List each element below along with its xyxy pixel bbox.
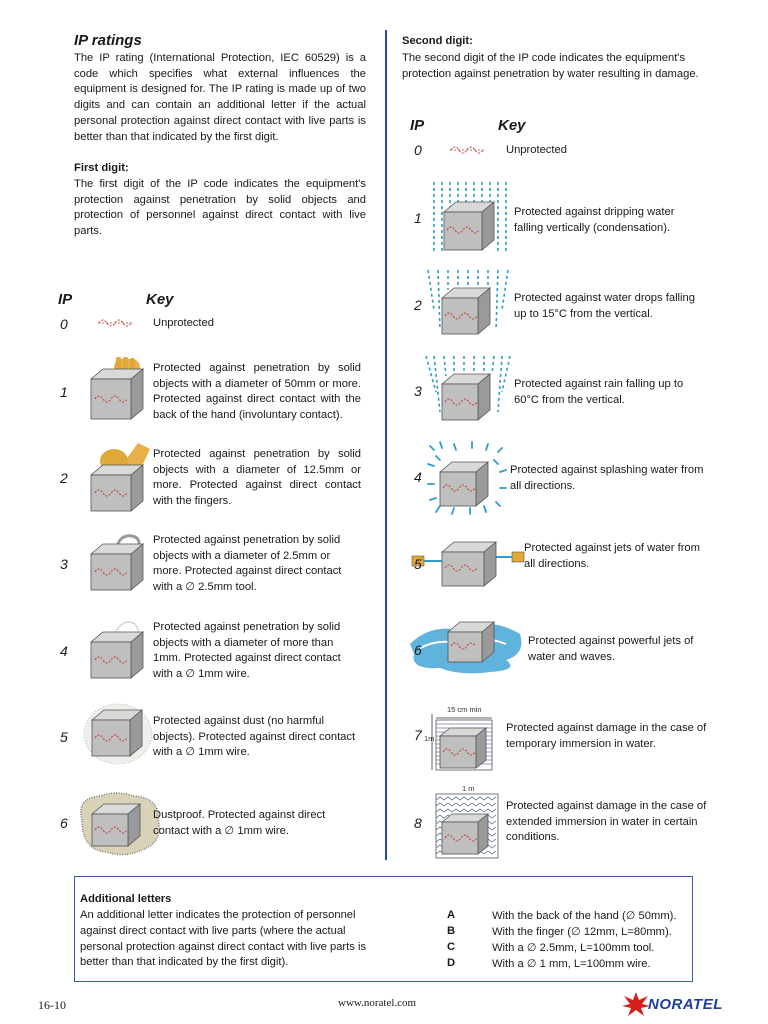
first-row-num: 2 [60, 470, 68, 486]
second-row-num: 6 [414, 642, 422, 658]
first-row-desc: Unprotected [153, 317, 214, 329]
first-row-num: 3 [60, 556, 68, 572]
extended-immersion-icon [435, 793, 499, 859]
water-jets-icon [411, 541, 525, 587]
brand-logo-text: NORATEL [648, 996, 723, 1013]
second-row-desc: Unprotected [506, 144, 567, 156]
first-row-desc: Protected against dust (no harmful objec… [153, 715, 356, 759]
first-row-desc: Protected against penetration by solid o… [153, 362, 361, 421]
second-row-num: 3 [414, 383, 422, 399]
second-row-desc: Protected against water drops falling up… [514, 292, 695, 320]
additional-letters-box [74, 876, 693, 982]
second-row-num: 8 [414, 815, 422, 831]
second-row-num: 4 [414, 469, 422, 485]
tool-icon [89, 534, 145, 591]
first-row-desc: Protected against penetration by solid o… [153, 534, 342, 593]
depth-label-7: 15 cm min [447, 705, 482, 714]
second-row-desc: Protected against rain falling up to 60°… [514, 378, 684, 406]
rain-60-icon [425, 355, 511, 421]
first-row-desc: Dustproof. Protected against direct cont… [153, 809, 326, 837]
second-row-desc: Protected against dripping water falling… [514, 206, 675, 234]
intro-text: The IP rating (International Protection,… [74, 52, 366, 143]
dust-icon [83, 703, 153, 765]
second-row-num: 7 [414, 727, 422, 743]
intro-title: IP ratings [74, 32, 142, 49]
additional-letter-desc: With a ∅ 2.5mm, L=100mm tool. [492, 942, 655, 954]
depth-side-label-7: 1m [424, 734, 435, 743]
splashing-water-icon [427, 441, 507, 515]
powerful-jets-waves-icon [410, 621, 522, 674]
first-row-num: 5 [60, 729, 68, 745]
second-col-key: Key [498, 117, 526, 134]
first-row-desc: Protected against penetration by solid o… [153, 621, 341, 680]
second-row-desc: Protected against powerful jets of water… [528, 635, 694, 663]
column-divider [385, 30, 387, 860]
additional-letter: C [446, 941, 456, 953]
website-link[interactable]: www.noratel.com [338, 997, 417, 1009]
page-number: 16-10 [38, 998, 66, 1012]
additional-letter: A [446, 909, 456, 921]
temporary-immersion-icon [431, 714, 493, 771]
second-row-num: 5 [414, 556, 422, 572]
additional-heading: Additional letters [80, 893, 172, 905]
first-row-num: 1 [60, 384, 68, 400]
additional-letter: B [446, 925, 456, 937]
second-digit-text: The second digit of the IP code indicate… [402, 52, 699, 80]
first-col-ip: IP [58, 291, 73, 308]
depth-label-8: 1 m [462, 784, 475, 793]
first-digit-text: The first digit of the IP code indicates… [74, 178, 366, 238]
second-row-num: 0 [414, 142, 422, 158]
additional-text: An additional letter indicates the prote… [80, 909, 367, 969]
water-drops-15-icon [427, 269, 509, 335]
unprotected-wave-icon [450, 146, 484, 154]
second-row-desc: Protected against damage in the case of … [506, 722, 707, 750]
first-row-desc: Protected against penetration by solid o… [153, 448, 361, 507]
second-row-desc: Protected against damage in the case of … [506, 800, 707, 844]
additional-letter: D [446, 957, 456, 969]
hand-icon [89, 357, 145, 420]
wire-icon [89, 621, 145, 679]
second-row-desc: Protected against jets of water from all… [524, 542, 700, 570]
second-row-num: 2 [414, 297, 422, 313]
first-col-key: Key [146, 291, 174, 308]
first-row-num: 4 [60, 643, 68, 659]
additional-letter-desc: With the finger (∅ 12mm, L=80mm). [492, 926, 672, 938]
additional-letter-desc: With the back of the hand (∅ 50mm). [492, 910, 677, 922]
finger-icon [89, 443, 150, 512]
second-row-num: 1 [414, 210, 422, 226]
noratel-logo-icon [622, 992, 650, 1016]
first-row-num: 0 [60, 316, 68, 332]
second-digit-heading: Second digit: [402, 35, 473, 47]
dripping-water-icon [433, 182, 507, 254]
additional-letter-desc: With a ∅ 1 mm, L=100mm wire. [492, 958, 651, 970]
unprotected-wave-icon [98, 319, 132, 327]
first-row-num: 6 [60, 815, 68, 831]
second-row-desc: Protected against splashing water from a… [510, 464, 704, 492]
second-col-ip: IP [410, 117, 425, 134]
dustproof-icon [80, 792, 160, 856]
first-digit-heading: First digit: [74, 162, 129, 174]
